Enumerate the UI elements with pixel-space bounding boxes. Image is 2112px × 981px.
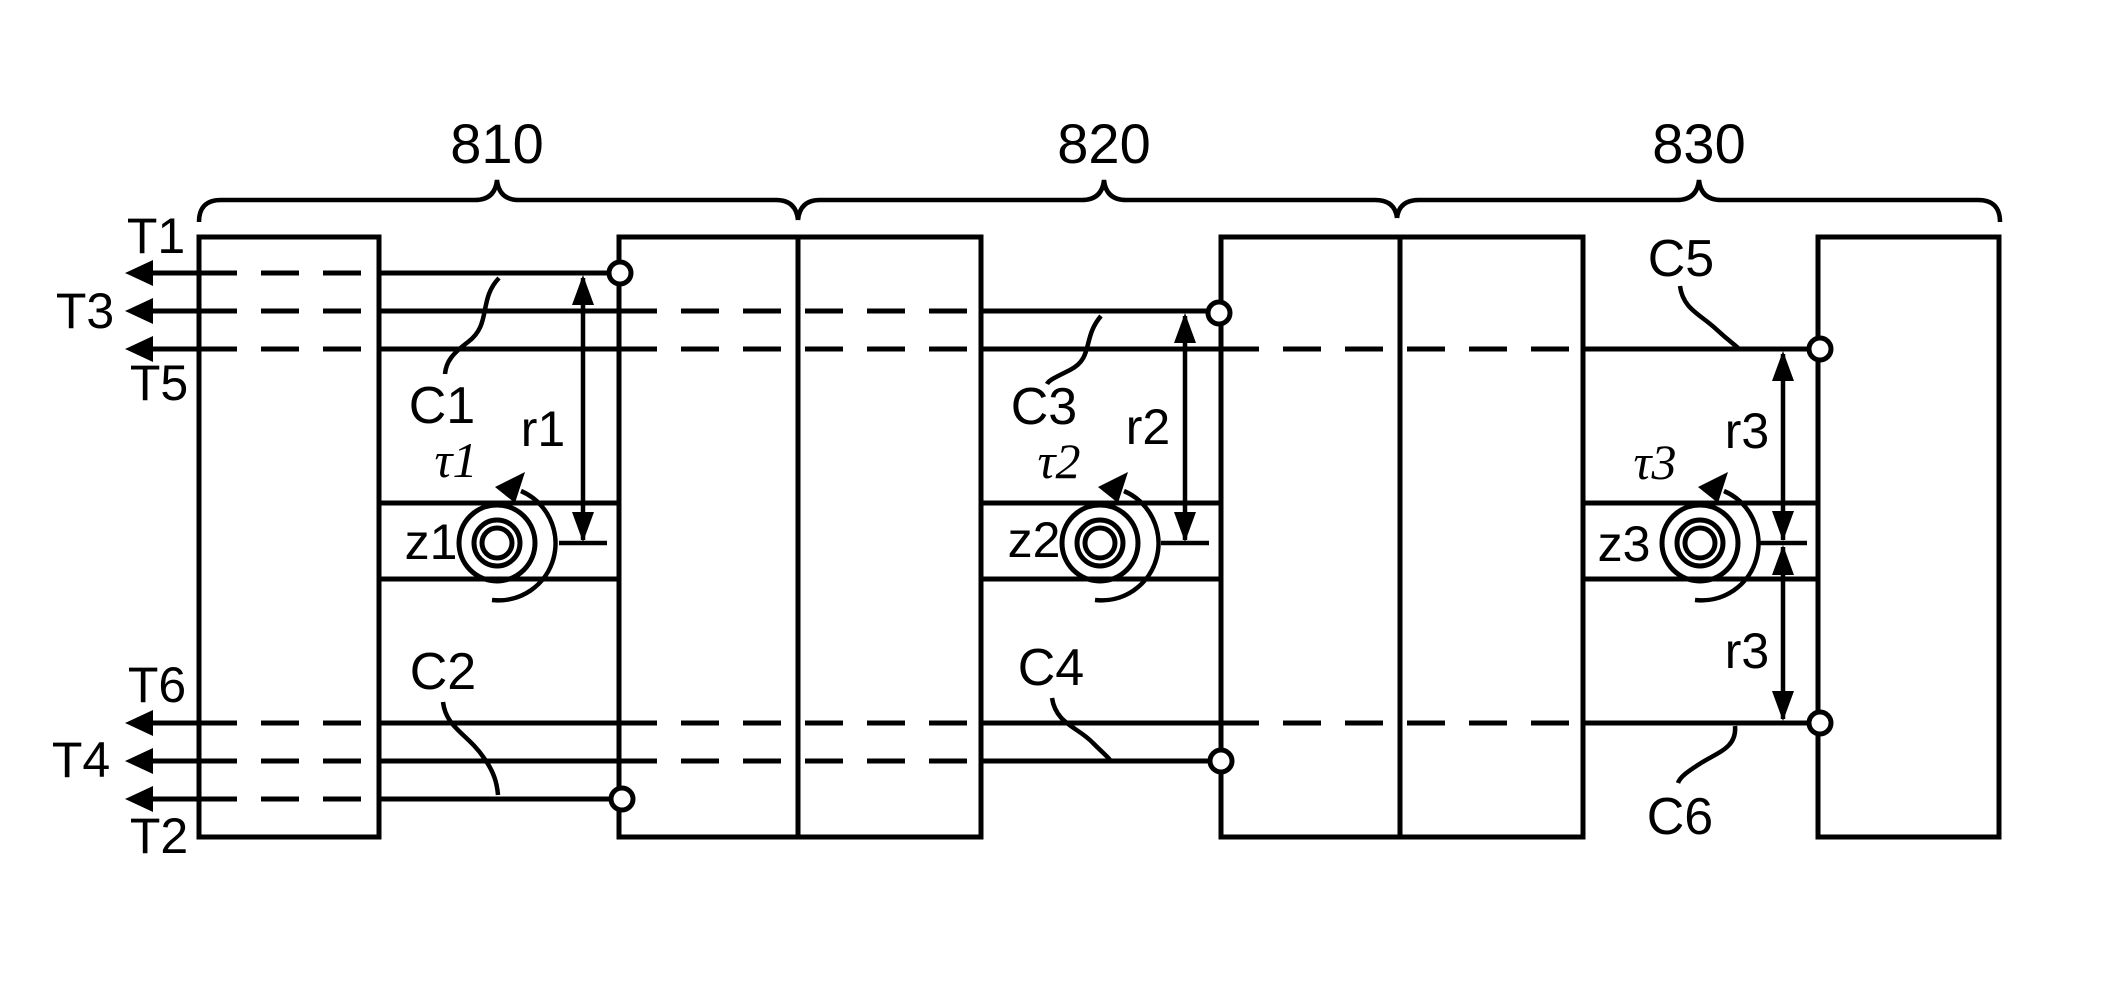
axis-label-z2: z2 <box>1008 512 1061 568</box>
r2-arrowhead-down-icon <box>1174 512 1196 542</box>
brace-830 <box>1394 179 2003 223</box>
terminal-lines-dashed <box>199 270 1583 802</box>
component-label-c2: C2 <box>410 643 476 701</box>
junction-points <box>606 259 1834 813</box>
leader-c6 <box>1675 725 1738 784</box>
labels: 810 820 830 T1 T3 T5 T6 T4 T2 C1 C2 C3 C… <box>52 112 1769 864</box>
terminal-arrow-t3-icon <box>125 298 153 324</box>
section-braces <box>196 179 2003 223</box>
component-label-c6: C6 <box>1647 788 1713 846</box>
r2-arrowhead-up-icon <box>1174 313 1196 343</box>
component-label-c3: C3 <box>1011 378 1077 436</box>
junction-c6-t6-icon <box>1806 709 1834 737</box>
wall-section810-left <box>196 234 382 840</box>
component-label-c5: C5 <box>1648 230 1714 288</box>
leader-c3 <box>1044 314 1103 386</box>
radius-label-r3-lower: r3 <box>1725 623 1769 679</box>
terminal-lines-solid <box>150 270 1809 802</box>
wall-section830-right <box>1815 234 2002 840</box>
terminal-arrow-t5-icon <box>125 336 153 362</box>
torque-label-tau3: τ3 <box>1634 434 1677 490</box>
terminal-arrow-t2-icon <box>125 786 153 812</box>
terminal-arrows <box>125 260 153 812</box>
component-label-c4: C4 <box>1018 639 1084 697</box>
junction-c3-t3-icon <box>1205 299 1233 327</box>
junction-c2-t2-icon <box>608 785 636 813</box>
leader-c2 <box>440 701 501 796</box>
section-ref-830: 830 <box>1652 112 1745 175</box>
radius-label-r2: r2 <box>1126 399 1170 455</box>
casing-walls <box>196 234 2002 840</box>
dimension-r3-lower <box>1772 545 1794 721</box>
terminal-arrow-t4-icon <box>125 748 153 774</box>
terminal-label-t3: T3 <box>56 283 114 339</box>
junction-c4-t4-icon <box>1207 747 1235 775</box>
terminal-arrow-t6-icon <box>125 710 153 736</box>
r3-lower-arrowhead-up-icon <box>1772 545 1794 575</box>
junction-c5-t5-icon <box>1806 335 1834 363</box>
dimension-r3-upper <box>1759 351 1807 546</box>
terminal-label-t2: T2 <box>130 808 188 864</box>
component-label-c1: C1 <box>409 377 475 435</box>
terminal-label-t6: T6 <box>128 657 186 713</box>
dimension-r2 <box>1161 313 1209 546</box>
terminal-arrow-t1-icon <box>125 260 153 286</box>
r1-arrowhead-up-icon <box>572 275 594 305</box>
r3-upper-arrowhead-down-icon <box>1772 511 1794 541</box>
axis-label-z3: z3 <box>1598 516 1651 572</box>
leader-c1 <box>442 276 501 375</box>
leader-c4 <box>1049 697 1112 762</box>
leader-lines <box>440 276 1740 796</box>
r3-lower-arrowhead-down-icon <box>1772 691 1794 721</box>
terminal-label-t4: T4 <box>52 732 110 788</box>
radius-label-r3-upper: r3 <box>1725 403 1769 459</box>
r3-upper-arrowhead-up-icon <box>1772 351 1794 381</box>
junction-c1-t1-icon <box>606 259 634 287</box>
torque-label-tau2: τ2 <box>1038 433 1081 489</box>
radius-label-r1: r1 <box>521 401 565 457</box>
r1-arrowhead-down-icon <box>572 512 594 542</box>
section-ref-820: 820 <box>1057 112 1150 175</box>
section-ref-810: 810 <box>450 112 543 175</box>
axis-label-z1: z1 <box>405 514 458 570</box>
torque-label-tau1: τ1 <box>435 432 478 488</box>
terminal-label-t5: T5 <box>130 355 188 411</box>
terminal-label-t1: T1 <box>127 208 185 264</box>
dimension-r1 <box>559 275 607 546</box>
leader-c5 <box>1677 285 1740 350</box>
brace-810 <box>196 179 801 223</box>
brace-820 <box>795 179 1400 221</box>
